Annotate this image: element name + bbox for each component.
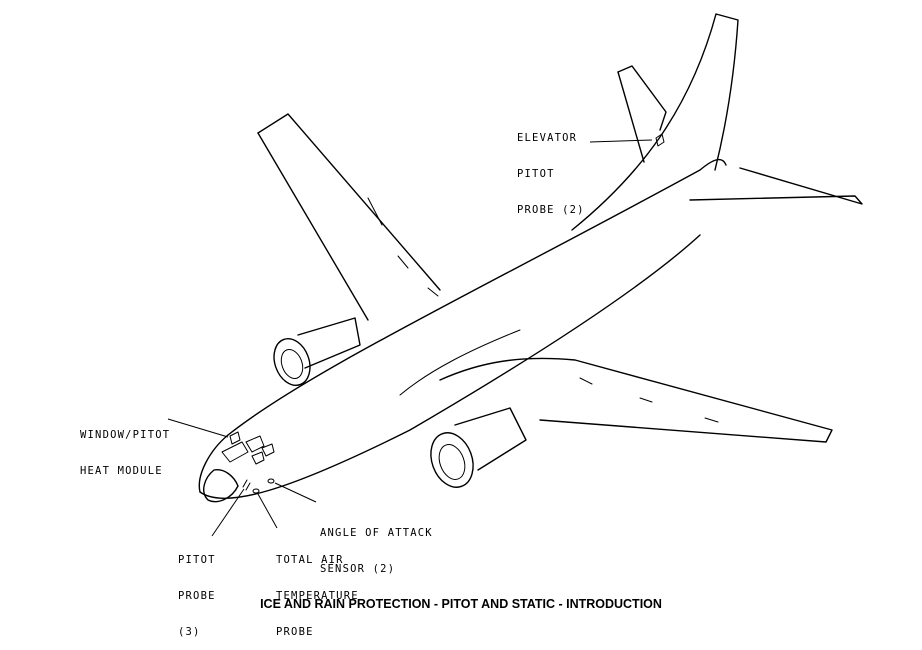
fuselage [198, 158, 727, 503]
far-wing [257, 113, 441, 321]
label-angle-of-attack-sensor: ANGLE OF ATTACK SENSOR (2) [320, 527, 433, 575]
near-horizontal-stabilizer [689, 167, 863, 205]
near-wing [439, 357, 833, 443]
probe-details [229, 133, 665, 494]
label-pitot-probe: PITOT PROBE (3) [178, 554, 216, 638]
label-elevator-pitot-probe: ELEVATOR PITOT PROBE (2) [517, 132, 585, 216]
leader-lines [167, 139, 653, 537]
aircraft-diagram [167, 13, 863, 537]
near-engine [430, 407, 527, 488]
label-total-air-temperature-probe: TOTAL AIR TEMPERATURE PROBE [276, 554, 359, 638]
figure-caption: ICE AND RAIN PROTECTION - PITOT AND STAT… [260, 597, 662, 611]
far-engine [273, 317, 361, 386]
label-window-pitot-heat-module: WINDOW/PITOT HEAT MODULE [80, 429, 171, 477]
vertical-stabilizer [571, 13, 739, 231]
far-horizontal-stabilizer [617, 65, 667, 163]
